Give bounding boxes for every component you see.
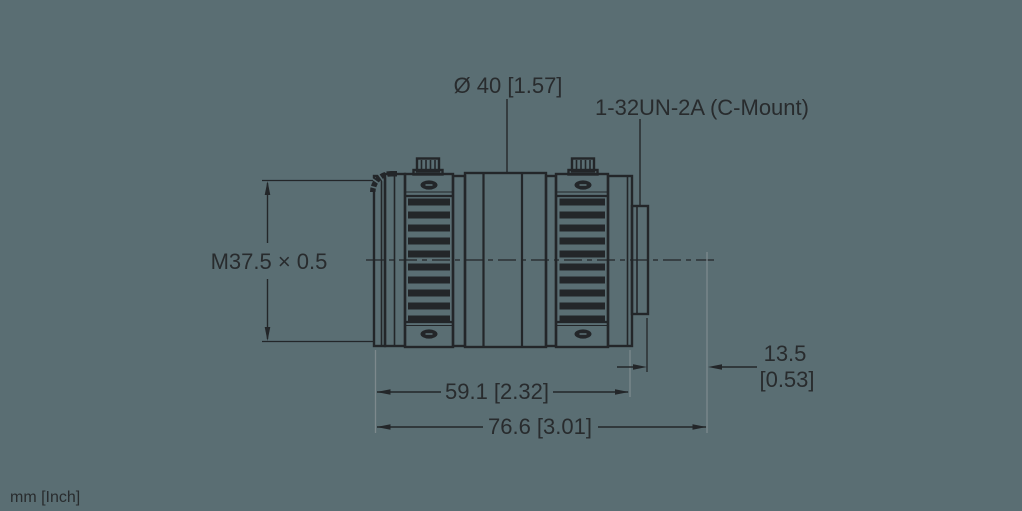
front-filter-ring xyxy=(372,174,387,348)
knurl-band xyxy=(408,198,450,206)
thumb-screw-front xyxy=(412,157,444,176)
body-length-label: 59.1 [2.32] xyxy=(445,379,549,404)
knurl-bands-rear xyxy=(559,198,605,323)
lock-screw-rear-bottom xyxy=(574,329,592,339)
lens-body xyxy=(368,157,650,349)
knurl-band xyxy=(559,315,605,323)
knurl-band xyxy=(559,198,605,206)
dim-body-length: 59.1 [2.32] xyxy=(374,350,631,433)
knurl-band xyxy=(408,315,450,323)
lock-screw-rear-top xyxy=(574,180,592,190)
knurl-band xyxy=(559,224,605,232)
lock-screw-front-top xyxy=(420,180,438,190)
mount-depth-mm-label: 13.5 xyxy=(764,341,807,366)
knurl-band xyxy=(408,276,450,284)
knurl-band xyxy=(559,302,605,310)
knurl-band xyxy=(408,224,450,232)
rear-flange xyxy=(606,174,634,348)
knurl-band xyxy=(559,250,605,258)
knurl-band xyxy=(408,237,450,245)
knurl-band xyxy=(559,263,605,271)
front-thread-label: M37.5 × 0.5 xyxy=(211,249,328,274)
knurled-ring-front xyxy=(403,172,455,349)
total-length-label: 76.6 [3.01] xyxy=(488,414,592,439)
knurled-ring-rear xyxy=(554,172,610,349)
dim-mount-depth: 13.5 [0.53] xyxy=(617,318,815,392)
knurl-band xyxy=(559,237,605,245)
knurl-band xyxy=(559,289,605,297)
dim-front-thread: M37.5 × 0.5 xyxy=(211,179,373,343)
knurl-band xyxy=(408,302,450,310)
diameter-label: Ø 40 [1.57] xyxy=(454,73,563,98)
lock-screw-front-bottom xyxy=(420,329,438,339)
knurl-band xyxy=(408,263,450,271)
thumb-screw-rear xyxy=(567,157,599,176)
knurl-band xyxy=(408,250,450,258)
knurl-band xyxy=(559,276,605,284)
knurl-band xyxy=(559,211,605,219)
knurl-bands-front xyxy=(408,198,450,323)
mount-depth-inch-label: [0.53] xyxy=(759,367,814,392)
mount-thread-label: 1-32UN-2A (C-Mount) xyxy=(595,95,809,120)
units-note: mm [Inch] xyxy=(10,489,80,506)
knurl-band xyxy=(408,211,450,219)
dim-total-length: 76.6 [3.01] xyxy=(376,252,708,439)
knurl-band xyxy=(408,289,450,297)
